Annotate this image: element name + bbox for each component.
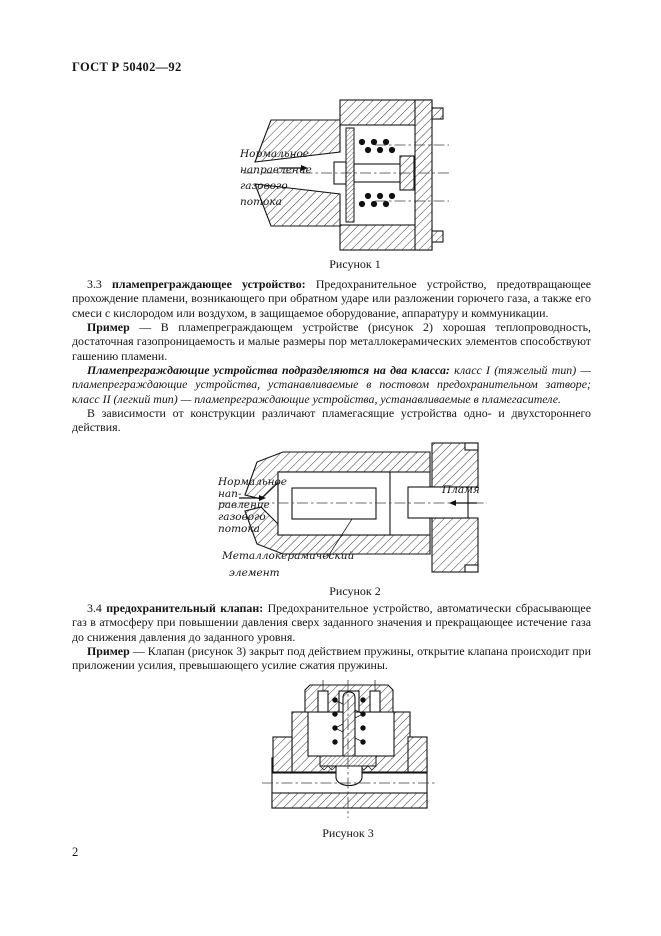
flow-label-line: газового [240, 180, 288, 192]
ceramic-element-label: Металлокерамический элемент [222, 548, 354, 581]
example-text: — В пламепреграждающем устройстве (рисун… [72, 320, 591, 363]
para-3-4-definition: 3.4 предохранительный клапан: Предохрани… [72, 601, 591, 644]
example-text: — Клапан (рисунок 3) закрыт под действие… [72, 644, 591, 673]
flame-label: Пламя [442, 484, 480, 496]
flow-label-line: газового [218, 511, 266, 524]
term: предохранительный клапан: [106, 601, 264, 615]
figure-3-drawing [262, 680, 436, 818]
example-label: Пример [87, 320, 130, 335]
center-lines [262, 680, 436, 818]
inlet-cone [254, 119, 341, 227]
example-label: Пример [87, 644, 130, 659]
page-number: 2 [72, 845, 79, 859]
term: пламепреграждающее устройство: [112, 277, 306, 291]
flow-arrow [279, 165, 308, 171]
center-lines [243, 144, 449, 202]
ceramic-element [277, 471, 391, 536]
section-3-4: 3.4 предохранительный клапан: Предохрани… [72, 601, 591, 673]
valve-stem [342, 691, 356, 759]
spring [358, 138, 396, 208]
spring [332, 697, 366, 745]
figure-2-caption: Рисунок 2 [329, 584, 381, 598]
figure-3-caption: Рисунок 3 [322, 826, 374, 840]
flow-label-line: равление [218, 499, 270, 512]
para-3-3-example: Пример — В пламепреграждающем устройстве… [72, 320, 591, 363]
para-3-3-classes: Пламепреграждающие устройства подразделя… [72, 363, 591, 406]
definition-text: Предохранительное устройство, автоматиче… [72, 601, 591, 644]
figure-2-drawing [219, 442, 487, 573]
classes-text: класс I (тяжелый тип) — пламепреграждающ… [72, 363, 591, 406]
classes-lead: Пламепреграждающие устройства подразделя… [87, 363, 450, 378]
flow-direction-label: Нормальное направление газового потока [240, 146, 312, 210]
leader-line [326, 518, 353, 559]
para-3-4-example: Пример — Клапан (рисунок 3) закрыт под д… [72, 644, 591, 673]
note-text: В зависимости от конструкции различают п… [72, 406, 591, 435]
flame-arrow [449, 500, 477, 506]
clause-number: 3.4 [87, 601, 102, 615]
valve-body [339, 99, 444, 251]
flow-label-line: нап- [218, 487, 242, 500]
figure-1-drawing [243, 99, 449, 251]
para-3-3-note: В зависимости от конструкции различают п… [72, 406, 591, 435]
flow-label-line: Нормальное [240, 148, 310, 160]
definition-text: Предохранительное устройство, предотвращ… [72, 277, 592, 320]
flow-label-line: направление [240, 164, 312, 176]
element-label-line: элемент [229, 566, 280, 579]
flow-label-line: потока [218, 522, 260, 535]
flow-label-line: потока [240, 196, 282, 208]
valve-plate [333, 127, 415, 223]
section-3-3: 3.3 пламепреграждающее устройство: Предо… [72, 277, 591, 435]
standard-number: ГОСТ Р 50402—92 [72, 60, 182, 74]
outlet-flange [407, 442, 479, 573]
clause-number: 3.3 [87, 277, 102, 291]
flow-direction-label: Нормальное нап- равление газового потока [218, 476, 288, 536]
figure-1-caption: Рисунок 1 [329, 257, 381, 271]
flow-label-line: Нормальное [218, 476, 288, 488]
element-label-line: Металлокерамический [222, 550, 355, 562]
para-3-3-definition: 3.3 пламепреграждающее устройство: Предо… [72, 277, 591, 320]
flow-arrow [239, 495, 266, 501]
